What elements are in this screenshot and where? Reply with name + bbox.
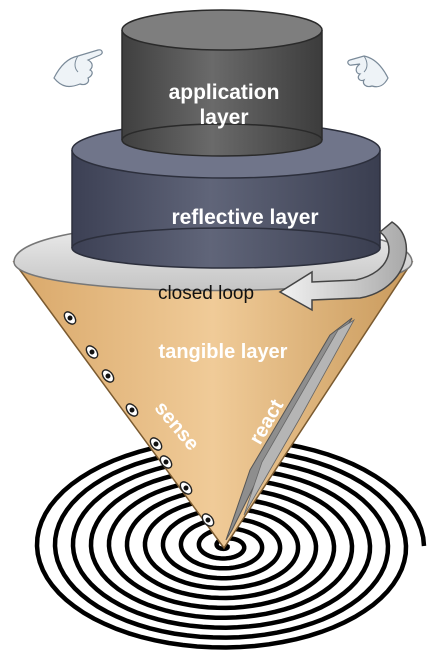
pointing-hand-icon <box>347 55 389 88</box>
application-layer-label-line1: application <box>169 81 280 104</box>
sensor-markers <box>63 311 215 527</box>
eye-icon <box>85 345 99 359</box>
application-layer-label-line2: layer <box>199 106 248 129</box>
spiral-path <box>34 437 427 650</box>
tangible-layer-cone <box>12 261 414 550</box>
reflective-layer-label: reflective layer <box>171 206 318 229</box>
eye-icon <box>179 481 193 495</box>
eye-icon <box>149 437 163 451</box>
application-layer-cylinder <box>121 9 323 157</box>
eye-icon <box>101 369 115 383</box>
closed-loop-label: closed loop <box>158 283 254 304</box>
react-band <box>225 317 353 541</box>
eye-icon <box>159 455 173 469</box>
closed-loop-arrow <box>278 221 408 312</box>
tangible-layer-label: tangible layer <box>159 341 288 363</box>
spiral-graphic <box>34 437 427 650</box>
pointing-hand-icon <box>53 49 103 88</box>
eye-icon <box>201 513 215 527</box>
eye-icon <box>125 403 139 417</box>
eye-icon <box>63 311 77 325</box>
